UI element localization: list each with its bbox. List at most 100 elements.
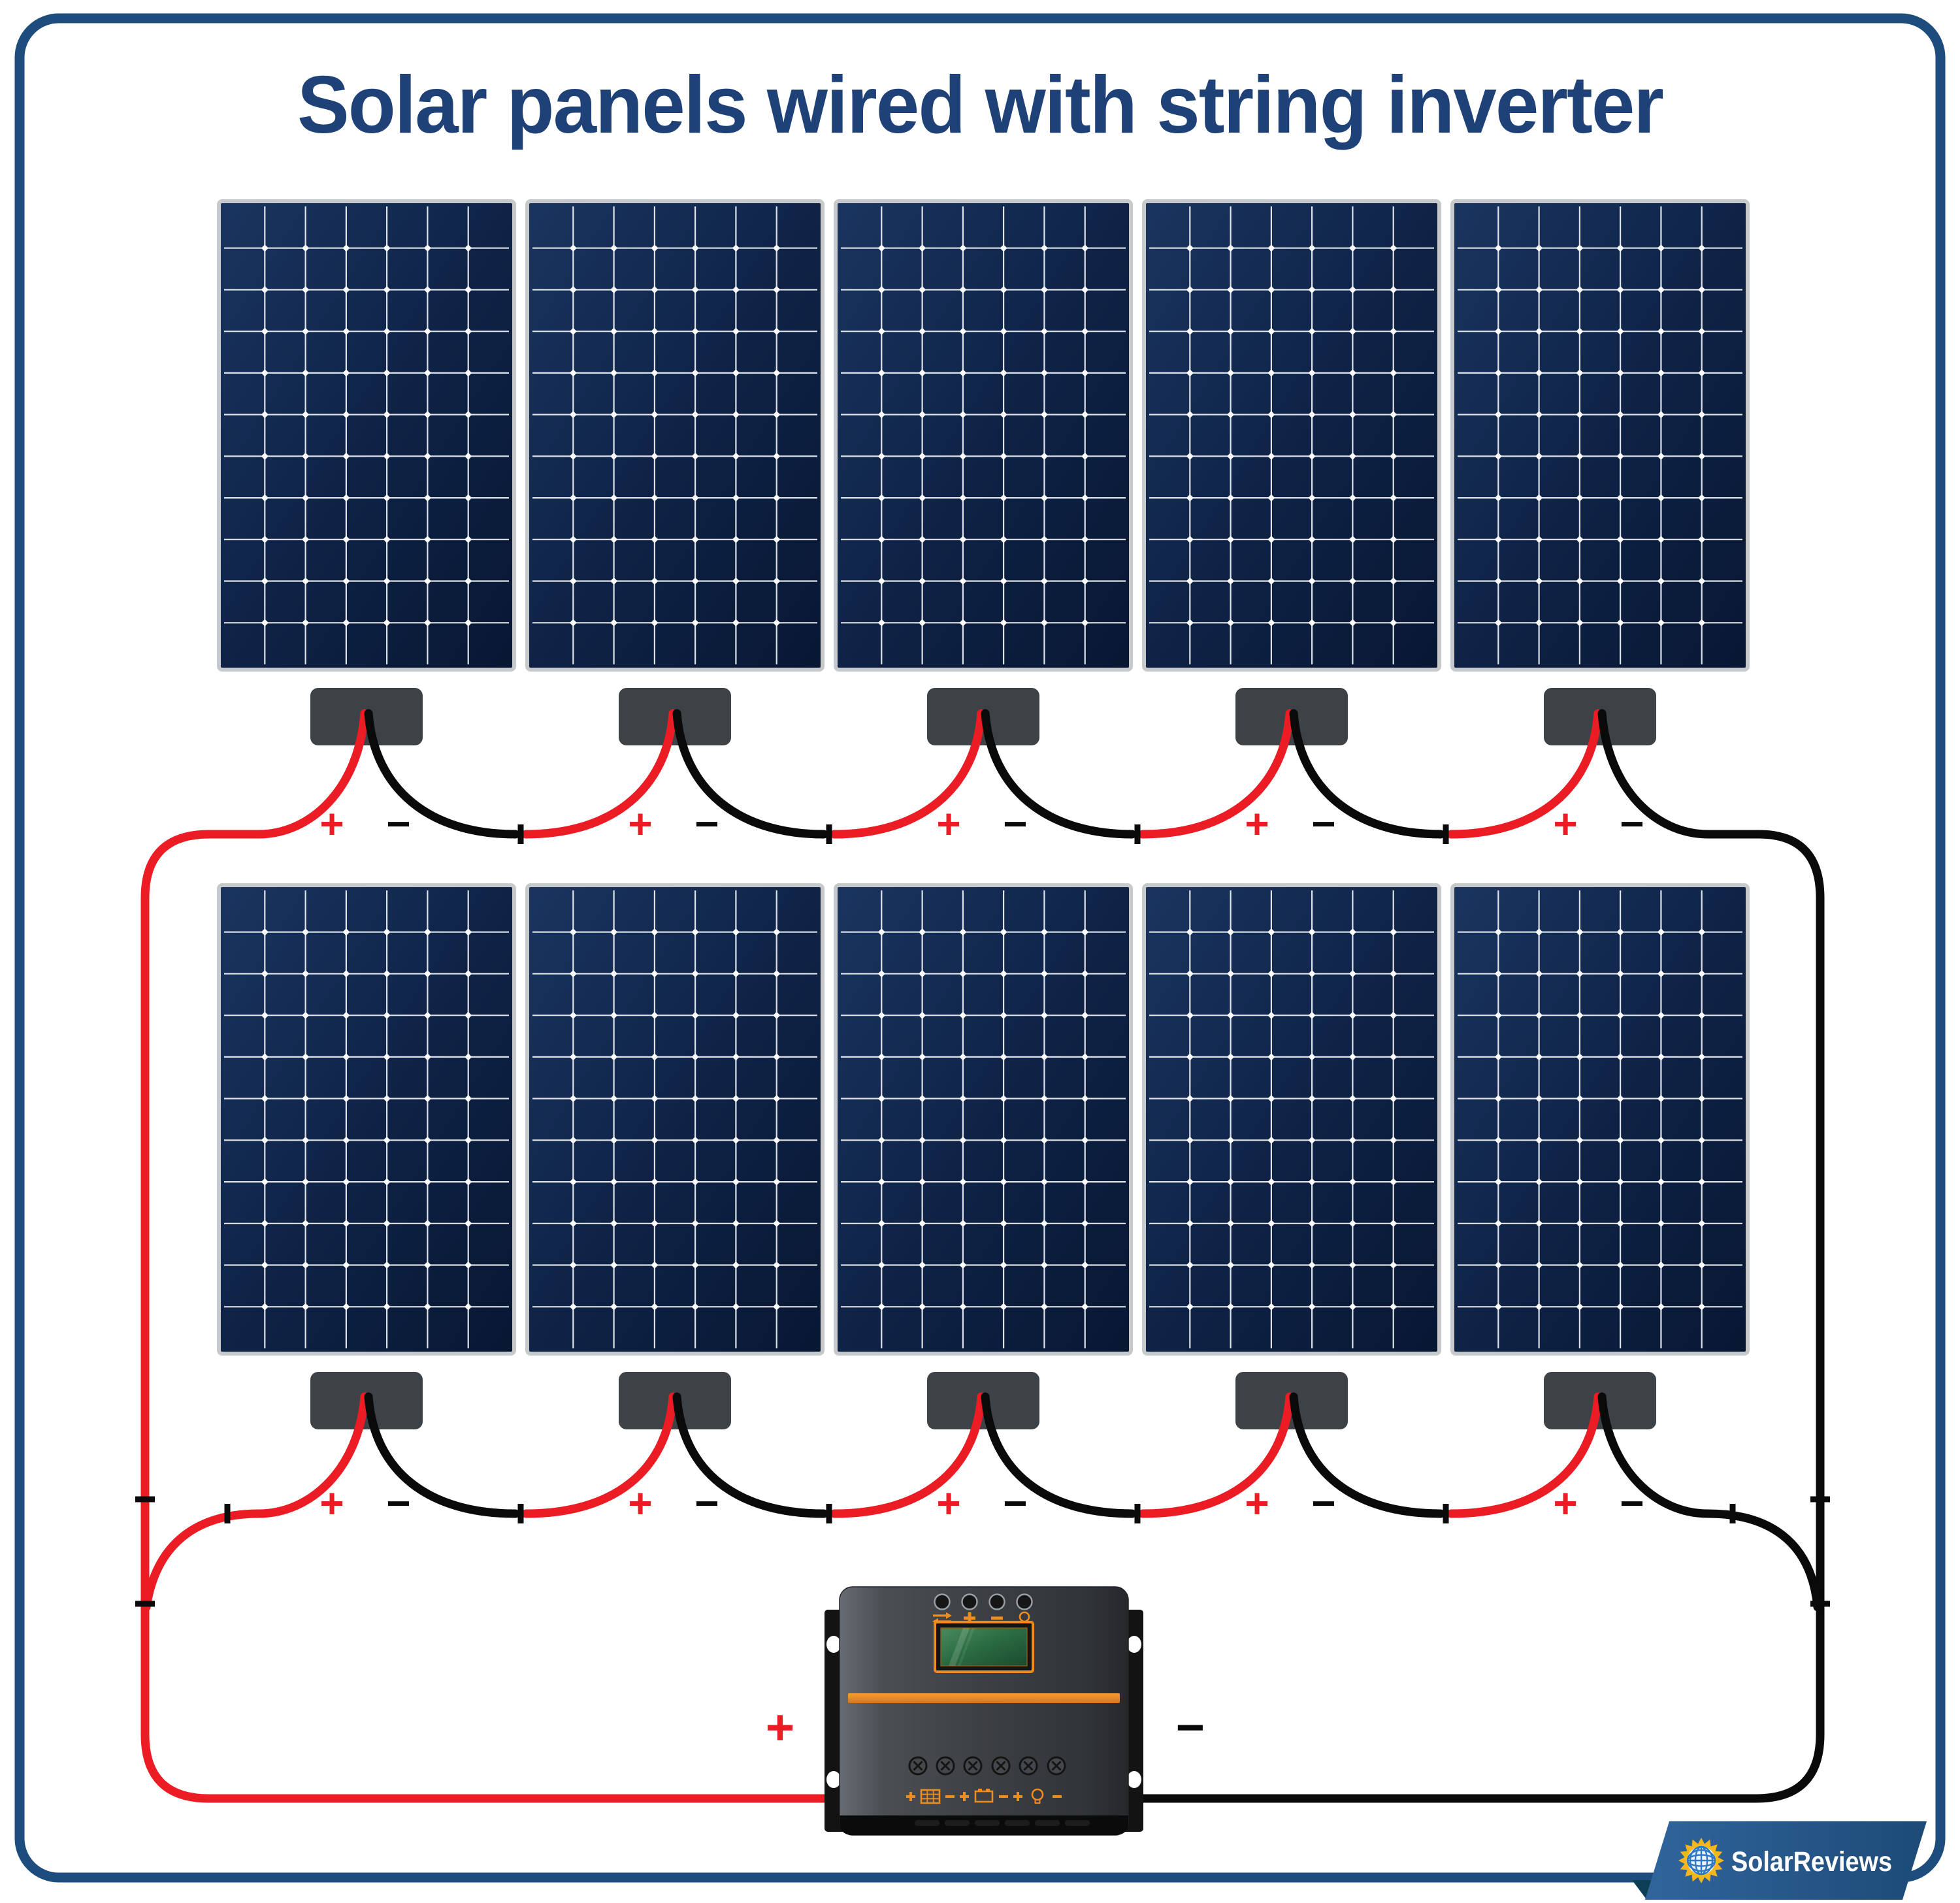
- positive-wire: [830, 709, 986, 839]
- bracket-hole: [826, 1771, 841, 1788]
- mc4-connector-icon: [1443, 824, 1449, 844]
- panel-grid-lines: [1149, 890, 1434, 1348]
- wire-connectors: [135, 824, 1830, 1607]
- panel-grid-lines: [1458, 890, 1742, 1348]
- panel-grid-lines: [841, 890, 1126, 1348]
- positive-label: +: [1553, 1480, 1577, 1527]
- negative-wire: [364, 1392, 520, 1518]
- mc4-connector-icon: [135, 1601, 155, 1607]
- ribbon-banner: [1645, 1821, 1927, 1900]
- solar-panel: [1142, 883, 1441, 1429]
- vent-slot: [975, 1820, 1000, 1826]
- vent-slot: [915, 1820, 939, 1826]
- negative-label: −: [694, 1480, 719, 1527]
- positive-label: +: [319, 1480, 344, 1527]
- negative-label: −: [1311, 800, 1335, 847]
- battery-terminal-icon: [960, 1789, 1008, 1803]
- inverter-button: [988, 1593, 1005, 1610]
- frame-border: [14, 13, 1946, 1883]
- solar-panel: [1450, 883, 1750, 1429]
- screw-icon: [1019, 1756, 1038, 1776]
- negative-label: −: [1620, 800, 1644, 847]
- negative-label: −: [694, 800, 719, 847]
- mc4-connector-icon: [826, 1504, 832, 1523]
- panel-grid-lines: [224, 890, 509, 1348]
- panel-grid-lines: [532, 890, 817, 1348]
- negative-wire: [981, 709, 1137, 839]
- pv-terminal-icon: [906, 1789, 955, 1804]
- mc4-connector-icon: [826, 824, 832, 844]
- negative-wire: [1289, 1392, 1445, 1518]
- negative-wire: [981, 1392, 1137, 1518]
- vent-slot: [1065, 1820, 1090, 1826]
- screw-icon: [908, 1756, 928, 1776]
- polarity-labels: +−+−+−+−+−+−+−+−+−+−+−: [319, 800, 1644, 1755]
- negative-wire: [364, 709, 520, 839]
- bracket-hole: [826, 1636, 841, 1653]
- solar-panel: [834, 883, 1133, 1429]
- mc4-connector-icon: [517, 1504, 524, 1523]
- bracket-hole: [1127, 1636, 1141, 1653]
- screw-icon: [936, 1756, 955, 1776]
- mc4-connector-icon: [135, 1496, 155, 1503]
- solar-array: [217, 199, 1750, 1429]
- inverter-button: [934, 1593, 951, 1610]
- inverter-negative-label: −: [1176, 1700, 1205, 1755]
- positive-wire: [142, 1392, 369, 1612]
- lcd-glare: [949, 1628, 970, 1666]
- panel-grid-lines: [1458, 206, 1742, 664]
- mc4-connector-icon: [224, 1504, 231, 1523]
- positive-label: +: [936, 1480, 960, 1527]
- solar-panel: [525, 199, 825, 745]
- string-inverter: [825, 1586, 1143, 1836]
- vent-slot: [1005, 1820, 1030, 1826]
- negative-wire: [1289, 709, 1445, 839]
- panel-grid-lines: [224, 206, 509, 664]
- lcd-glare: [958, 1628, 975, 1666]
- positive-label: +: [936, 800, 960, 847]
- mc4-connector-icon: [1134, 1504, 1141, 1523]
- negative-wire: [672, 709, 828, 839]
- mc4-connector-icon: [1810, 1496, 1830, 1503]
- negative-wire: [1597, 1392, 1822, 1612]
- solar-panel: [525, 883, 825, 1429]
- inverter-button: [961, 1593, 978, 1610]
- solar-panel: [217, 199, 516, 745]
- wiring: [140, 709, 1825, 1803]
- solar-panel: [1142, 199, 1441, 745]
- positive-wire: [521, 709, 678, 839]
- negative-label: −: [386, 800, 410, 847]
- inverter-stripe: [848, 1693, 1120, 1703]
- inverter-button: [1016, 1593, 1033, 1610]
- positive-label: +: [319, 800, 344, 847]
- negative-label: −: [1620, 1480, 1644, 1527]
- inverter-positive-label: +: [766, 1700, 794, 1755]
- terminal-icons: [906, 1788, 1062, 1804]
- solar-panel: [834, 199, 1133, 745]
- vent-slot: [945, 1820, 970, 1826]
- panel-grid-lines: [841, 206, 1126, 664]
- mc4-connector-icon: [517, 824, 524, 844]
- positive-home-run-wire: [140, 709, 834, 1803]
- positive-wire: [1138, 709, 1294, 839]
- positive-label: +: [628, 800, 652, 847]
- positive-wire: [830, 1392, 986, 1518]
- positive-label: +: [1553, 800, 1577, 847]
- positive-wire: [521, 1392, 678, 1518]
- negative-label: −: [1003, 1480, 1027, 1527]
- positive-label: +: [628, 1480, 652, 1527]
- positive-wire: [1446, 709, 1603, 839]
- negative-home-run-wire: [1134, 709, 1825, 1803]
- positive-label: +: [1245, 1480, 1269, 1527]
- mc4-connector-icon: [1134, 824, 1141, 844]
- negative-wire: [672, 1392, 828, 1518]
- panel-grid-lines: [532, 206, 817, 664]
- load-terminal-icon: [1013, 1788, 1062, 1804]
- sun-logo-icon: [1678, 1838, 1724, 1883]
- solar-panel: [217, 883, 516, 1429]
- bracket-hole: [1127, 1771, 1141, 1788]
- panel-grid-lines: [1149, 206, 1434, 664]
- positive-label: +: [1245, 800, 1269, 847]
- negative-label: −: [1003, 800, 1027, 847]
